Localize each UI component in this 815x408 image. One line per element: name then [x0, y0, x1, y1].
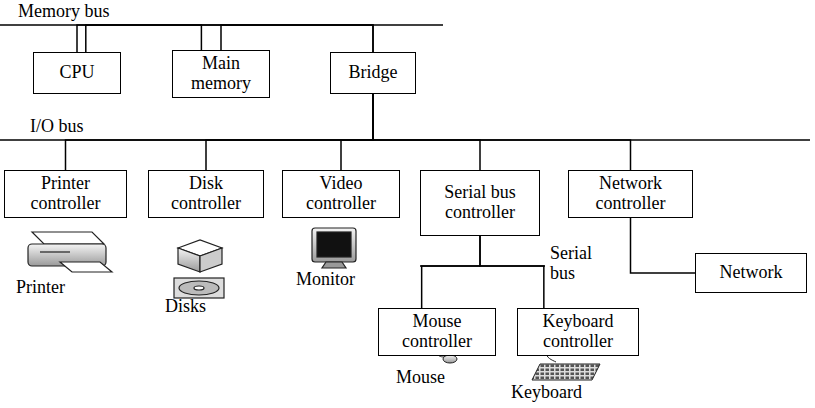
- part-label: Printer: [16, 278, 65, 298]
- box-label: Network: [720, 263, 783, 283]
- part-label: Monitor: [296, 270, 355, 290]
- bus-connector: [373, 94, 631, 170]
- part-label: Serial bus: [550, 244, 602, 284]
- component-box: Keyboard controller: [517, 308, 639, 356]
- part-label: I/O bus: [30, 117, 84, 137]
- component-box: Video controller: [282, 170, 400, 218]
- component-box: Serial bus controller: [420, 170, 540, 236]
- bus-connector: [631, 218, 696, 273]
- box-label: CPU: [59, 63, 94, 83]
- component-box: Main memory: [172, 50, 270, 98]
- bus-connector: [422, 236, 480, 308]
- part-label: Memory bus: [18, 2, 110, 22]
- box-label: Network controller: [574, 174, 687, 214]
- box-label: Bridge: [349, 63, 398, 83]
- part-label: Keyboard: [511, 383, 582, 403]
- component-box: Disk controller: [148, 170, 264, 218]
- component-box: CPU: [33, 52, 121, 94]
- part-label: Disks: [165, 297, 206, 317]
- component-box: Network controller: [568, 170, 693, 218]
- bus-connector: [77, 25, 373, 52]
- box-label: Disk controller: [154, 174, 258, 214]
- bus-connector: [373, 94, 480, 170]
- box-label: Serial bus controller: [426, 183, 534, 223]
- bus-connector: [66, 94, 374, 170]
- component-box: Printer controller: [4, 170, 127, 218]
- bus-connector: [480, 236, 544, 308]
- box-label: Mouse controller: [384, 312, 490, 352]
- bus-connector: [86, 25, 202, 52]
- box-label: Main memory: [178, 54, 264, 94]
- component-box: Mouse controller: [378, 308, 496, 356]
- component-box: Network: [695, 253, 807, 293]
- box-label: Printer controller: [10, 174, 121, 214]
- monitor-icon: [312, 228, 356, 268]
- component-box: Bridge: [330, 52, 416, 94]
- keyboard-icon: [532, 352, 600, 380]
- disk-icon: [174, 240, 224, 298]
- part-label: Mouse: [396, 368, 445, 388]
- printer-icon: [28, 232, 112, 272]
- box-label: Keyboard controller: [523, 312, 633, 352]
- bus-connector: [221, 25, 373, 52]
- bus-connector: [341, 94, 373, 170]
- bus-connector: [206, 94, 373, 170]
- box-label: Video controller: [288, 174, 394, 214]
